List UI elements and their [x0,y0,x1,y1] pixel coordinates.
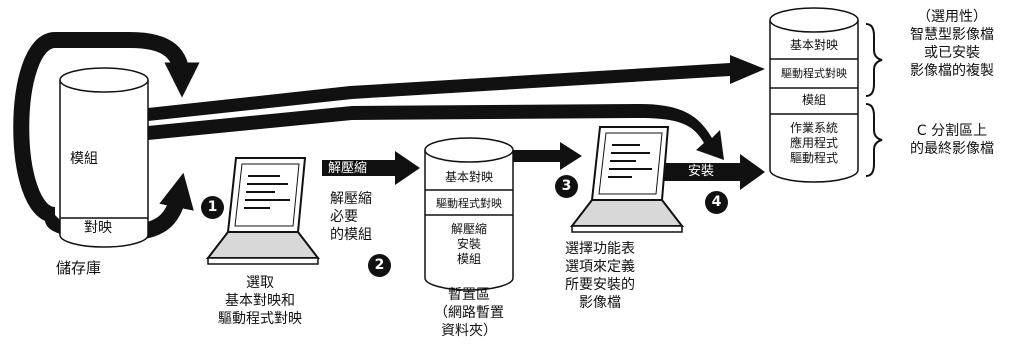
step2-badge: 2 [368,254,391,277]
target-driver-map: 驅動程式對映 [781,67,847,80]
optional-note: （選用性） 智慧型影像檔 或已安裝 影像檔的複製 [910,9,994,79]
staging-to-laptop-arrow [508,142,582,170]
staging-cylinder [424,137,514,291]
staging-base-map: 基本對映 [444,170,493,184]
repository-maps-label: 對映 [84,220,112,236]
brace-optional [865,23,883,97]
laptop-step1 [205,157,321,265]
step4-badge: 4 [705,191,728,214]
staging-caption: 暫置區 （網路暫置 資料夾） [434,287,504,339]
target-modules: 模組 [801,93,826,107]
brace-partition [865,103,883,177]
step1-badge: 1 [201,196,224,219]
step1-caption: 選取 基本對映和 驅動程式對映 [218,275,302,327]
repository-modules-label: 模組 [70,151,98,167]
decompress-staging-arrow [322,151,420,185]
copy-arrow-label: 複製（選用性） [470,59,562,74]
target-cylinder [769,7,859,183]
step2-caption: 解壓縮 必要 的模組 [330,191,372,243]
target-os-block: 作業系統 應用程式 驅動程式 [789,121,838,165]
step3-badge: 3 [555,175,578,198]
decompress-target-label: 解壓縮 [520,92,560,107]
decompress-target-arrow [148,104,724,160]
install-arrow-label: 安裝 [688,164,715,179]
install-arrow [660,154,765,190]
decompress-staging-label: 解壓縮 [328,161,368,176]
step3-caption: 選擇功能表 選項來定義 所要安裝的 影像檔 [565,241,635,311]
target-base-map: 基本對映 [789,38,838,52]
loop-arrow-top [13,32,200,223]
partition-note: C 分割區上 的最終影像檔 [910,123,994,157]
laptop-step3 [569,126,685,233]
repository-label: 儲存庫 [56,259,102,277]
staging-driver-map: 驅動程式對映 [436,197,502,210]
repository-cylinder [59,67,149,248]
staging-modules: 解壓縮 安裝 模組 [450,222,487,266]
copy-arrow [148,55,765,121]
